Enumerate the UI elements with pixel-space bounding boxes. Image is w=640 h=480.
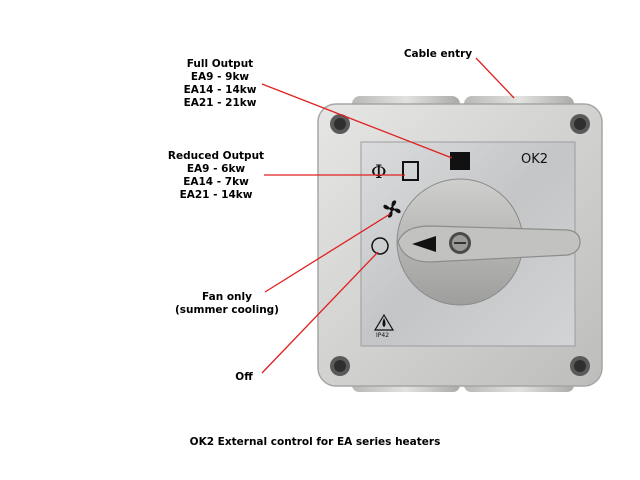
screw-top-left xyxy=(330,114,350,134)
reduced-output-label: Reduced Output EA9 - 6kw EA14 - 7kw EA21… xyxy=(166,150,266,202)
off-circle-icon xyxy=(371,237,389,255)
phi-symbol: Φ xyxy=(371,161,387,183)
leader-fan-only xyxy=(264,213,391,293)
fan-only-subtitle: (summer cooling) xyxy=(174,304,279,316)
leader-off xyxy=(261,251,379,374)
reduced-output-square-icon xyxy=(402,161,419,181)
full-output-label: Full Output EA9 - 9kw EA14 - 14kw EA21 -… xyxy=(176,58,264,110)
fan-icon xyxy=(383,200,401,218)
leader-cable-entry xyxy=(475,57,515,99)
full-output-title: Full Output xyxy=(186,58,254,70)
model-label: OK2 xyxy=(521,152,548,167)
full-output-square-icon xyxy=(450,152,470,170)
leader-full-output xyxy=(261,83,453,159)
fan-only-title: Fan only xyxy=(202,291,252,303)
ip-rating-label: IP42 xyxy=(376,332,389,339)
reduced-output-ea9: EA9 - 6kw xyxy=(186,163,246,175)
knob-screw xyxy=(449,232,471,254)
screw-bottom-right xyxy=(570,356,590,376)
knob-handle xyxy=(397,225,581,263)
reduced-output-ea14: EA14 - 7kw xyxy=(183,176,249,188)
full-output-ea21: EA21 - 21kw xyxy=(183,97,257,109)
full-output-ea9: EA9 - 9kw xyxy=(190,71,250,83)
reduced-output-title: Reduced Output xyxy=(167,150,265,162)
figure-caption: OK2 External control for EA series heate… xyxy=(189,436,441,448)
fan-only-label: Fan only (summer cooling) xyxy=(172,291,282,317)
leader-lines xyxy=(261,57,515,374)
off-label: Off xyxy=(235,371,253,383)
rotary-knob[interactable] xyxy=(396,178,581,306)
cable-entry-label: Cable entry xyxy=(403,48,473,60)
ip-rating-icon xyxy=(373,313,395,331)
full-output-ea14: EA14 - 14kw xyxy=(183,84,257,96)
screw-top-right xyxy=(570,114,590,134)
knob-pointer-icon xyxy=(412,236,436,252)
reduced-output-ea21: EA21 - 14kw xyxy=(179,189,253,201)
screw-bottom-left xyxy=(330,356,350,376)
